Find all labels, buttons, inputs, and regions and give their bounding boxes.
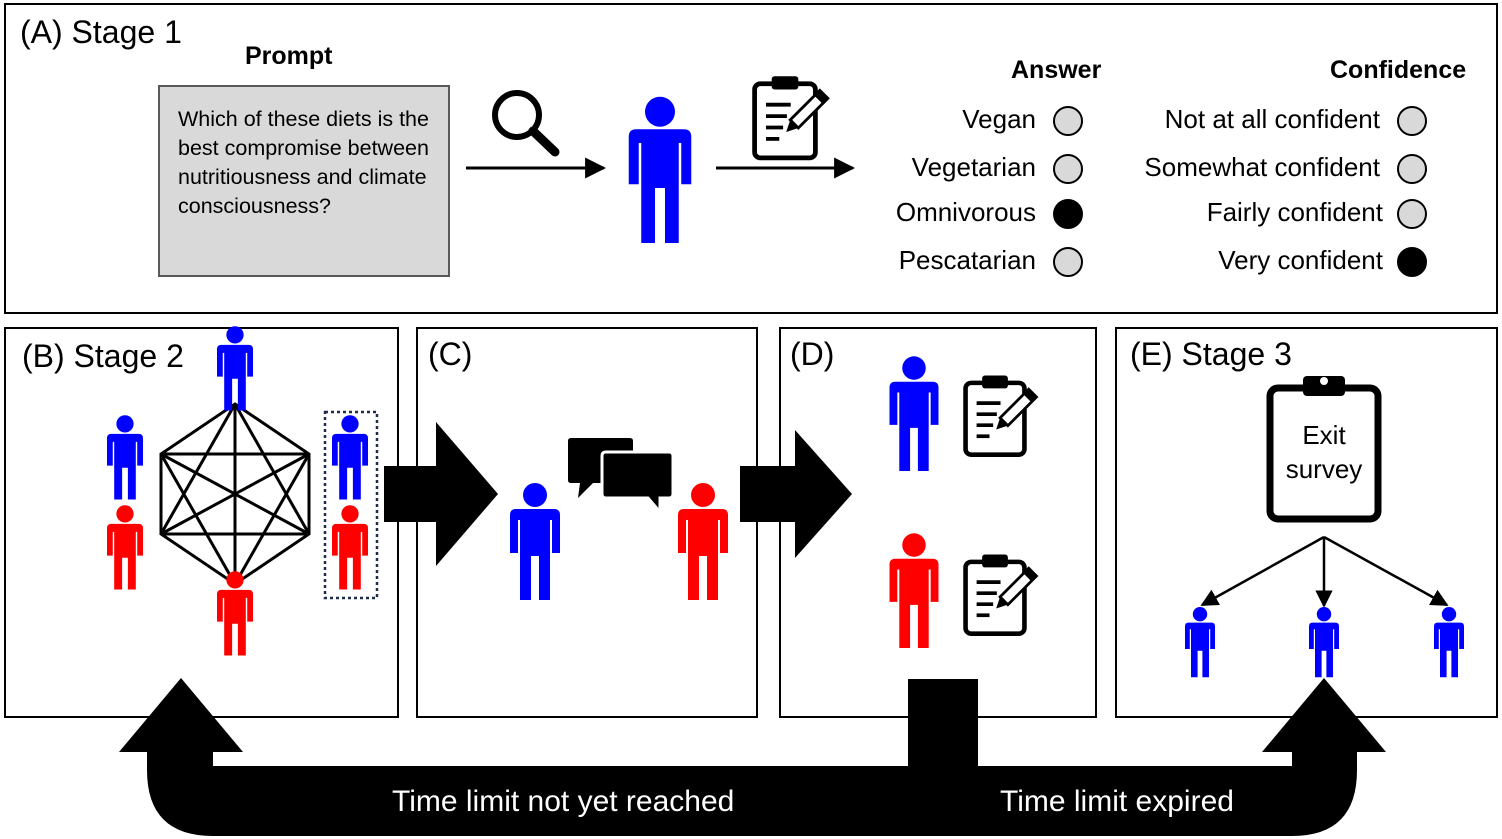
person-icon: [1185, 607, 1215, 678]
exit-survey-line-2: survey: [1285, 454, 1363, 484]
panel-d-title: (D): [790, 336, 835, 372]
big-arrow-b-to-c: [384, 422, 498, 566]
stage-1-title: (A) Stage 1: [20, 14, 182, 50]
confidence-radio-not-at-all[interactable]: [1397, 106, 1427, 136]
selected-pair-box: [323, 410, 379, 600]
answer-radio-vegetarian[interactable]: [1053, 154, 1083, 184]
loop-arrow: [119, 678, 1386, 836]
stage-2-title: (B) Stage 2: [22, 338, 184, 374]
confidence-radio-very[interactable]: [1397, 247, 1427, 277]
panel-c-title: (C): [428, 336, 473, 372]
clipboard-pencil-icon: [966, 376, 1037, 455]
clipboard-icon: [1266, 376, 1382, 523]
loop-label-not-reached: Time limit not yet reached: [392, 785, 735, 818]
clipboard-pencil-icon: [755, 76, 828, 158]
confidence-option-label: Very confident: [1218, 245, 1383, 275]
answer-header: Answer: [1011, 56, 1102, 84]
person-icon: [510, 483, 560, 600]
clipboard-pencil-icon: [966, 555, 1037, 634]
person-icon: [1434, 607, 1464, 678]
confidence-option-label: Fairly confident: [1206, 197, 1383, 227]
answer-radio-omnivorous[interactable]: [1053, 199, 1083, 229]
person-icon: [1309, 607, 1339, 678]
stage-3-title: (E) Stage 3: [1130, 336, 1292, 372]
confidence-option-label: Somewhat confident: [1144, 152, 1380, 182]
person-icon: [332, 415, 368, 500]
person-icon: [107, 505, 143, 590]
confidence-radio-somewhat[interactable]: [1397, 154, 1427, 184]
branch-arrows: [1200, 535, 1449, 608]
confidence-option-label: Not at all confident: [1164, 104, 1380, 134]
person-icon: [678, 483, 728, 600]
person-icon: [107, 415, 143, 500]
person-icon: [332, 505, 368, 590]
confidence-radio-fairly[interactable]: [1397, 199, 1427, 229]
magnifier-icon: [492, 90, 560, 157]
exit-survey-line-1: Exit: [1302, 420, 1346, 450]
chat-bubbles-icon: [568, 438, 675, 517]
answer-option-label: Omnivorous: [895, 197, 1036, 227]
person-icon: [217, 571, 253, 656]
network-graph: [159, 402, 311, 586]
prompt-text: Which of these diets is the best comprom…: [158, 85, 450, 277]
exit-survey-label: Exit survey: [1274, 418, 1374, 486]
answer-radio-pescatarian[interactable]: [1053, 247, 1083, 277]
answer-option-label: Vegan: [962, 104, 1036, 134]
confidence-header: Confidence: [1330, 56, 1467, 84]
answer-radio-vegan[interactable]: [1053, 106, 1083, 136]
answer-option-label: Vegetarian: [911, 152, 1036, 182]
loop-label-expired: Time limit expired: [1000, 785, 1234, 818]
person-icon: [889, 533, 939, 648]
big-arrow-c-to-d: [740, 430, 852, 558]
prompt-header: Prompt: [245, 42, 333, 70]
person-icon: [889, 356, 939, 471]
answer-option-label: Pescatarian: [898, 245, 1036, 275]
person-icon: [217, 326, 253, 411]
person-icon: [628, 96, 692, 243]
